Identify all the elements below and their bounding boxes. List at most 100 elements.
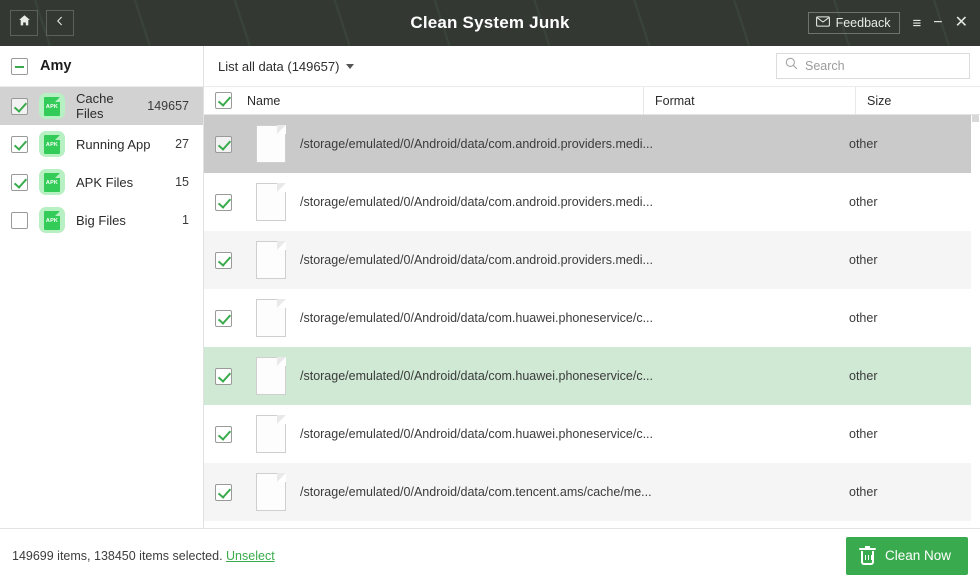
sidebar-item-label: Cache Files xyxy=(76,91,114,121)
selection-status-text: 149699 items, 138450 items selected. xyxy=(12,548,223,563)
search-icon xyxy=(785,57,798,75)
row-check-cell xyxy=(204,483,242,501)
clean-now-label: Clean Now xyxy=(884,548,951,563)
feedback-label: Feedback xyxy=(835,16,891,30)
home-button[interactable] xyxy=(10,10,38,36)
search-input[interactable]: Search xyxy=(805,59,845,73)
sidebar-account-header: Amy xyxy=(0,46,203,87)
file-icon xyxy=(256,241,286,279)
row-name: /storage/emulated/0/Android/data/com.and… xyxy=(300,195,653,209)
column-header-format[interactable]: Format xyxy=(643,87,855,114)
search-box[interactable]: Search xyxy=(776,53,970,79)
apk-icon-label: APK xyxy=(45,218,59,224)
table-row[interactable]: /storage/emulated/0/Android/data/com.hua… xyxy=(204,289,980,347)
apk-icon-label: APK xyxy=(45,180,59,186)
sidebar-checkbox[interactable] xyxy=(11,211,28,229)
close-icon[interactable]: ✕ xyxy=(954,14,968,31)
row-icon-cell xyxy=(242,473,300,511)
row-checkbox[interactable] xyxy=(214,367,232,385)
trash-icon xyxy=(858,546,876,565)
row-check-cell xyxy=(204,193,242,211)
select-all-cell xyxy=(204,92,242,109)
row-format: other xyxy=(849,369,878,383)
file-icon xyxy=(256,125,286,163)
sidebar-checkbox[interactable] xyxy=(11,97,28,115)
select-all-checkbox[interactable] xyxy=(214,92,232,109)
sidebar-item-label: Big Files xyxy=(76,212,126,228)
apk-icon-label: APK xyxy=(45,142,59,148)
row-checkbox[interactable] xyxy=(214,193,232,211)
row-format: other xyxy=(849,311,878,325)
sidebar-item-cache-files[interactable]: APK Cache Files 149657 xyxy=(0,87,203,125)
apk-file-icon: APK xyxy=(39,207,65,233)
sidebar-item-count: 1 xyxy=(182,213,189,227)
row-check-cell xyxy=(204,309,242,327)
column-header-size[interactable]: Size xyxy=(855,87,980,114)
apk-icon-label: APK xyxy=(45,104,59,110)
footer-bar: 149699 items, 138450 items selected. Uns… xyxy=(0,528,980,582)
sidebar-item-big-files[interactable]: APK Big Files 1 xyxy=(0,201,203,239)
row-checkbox[interactable] xyxy=(214,425,232,443)
collapse-all-checkbox[interactable] xyxy=(11,57,28,75)
file-icon xyxy=(256,299,286,337)
sidebar-item-apk-files[interactable]: APK APK Files 15 xyxy=(0,163,203,201)
account-name: Amy xyxy=(40,58,72,74)
table-row[interactable]: /storage/emulated/0/Android/data/com.and… xyxy=(204,231,980,289)
feedback-button[interactable]: Feedback xyxy=(807,12,901,34)
row-check-cell xyxy=(204,251,242,269)
title-bar: Clean System Junk Feedback ≡ − ✕ xyxy=(0,0,980,46)
sidebar: Amy APK Cache Files 149657 APK Running A… xyxy=(0,46,204,528)
file-list: /storage/emulated/0/Android/data/com.and… xyxy=(204,115,980,528)
row-format: other xyxy=(849,195,878,209)
row-icon-cell xyxy=(242,241,300,279)
row-format: other xyxy=(849,253,878,267)
apk-file-icon: APK xyxy=(39,169,65,195)
row-format: other xyxy=(849,137,878,151)
row-checkbox[interactable] xyxy=(214,251,232,269)
list-scrollbar[interactable] xyxy=(971,115,980,528)
chevron-down-icon xyxy=(346,63,355,69)
titlebar-controls: Feedback ≡ − ✕ xyxy=(807,12,980,34)
apk-file-icon: APK xyxy=(39,131,65,157)
row-icon-cell xyxy=(242,125,300,163)
table-row[interactable]: /storage/emulated/0/Android/data/com.hua… xyxy=(204,405,980,463)
table-row[interactable]: /storage/emulated/0/Android/data/com.and… xyxy=(204,115,980,173)
minimize-icon[interactable]: − xyxy=(933,14,943,31)
row-icon-cell xyxy=(242,183,300,221)
column-header-name[interactable]: Name xyxy=(247,93,281,108)
clean-now-button[interactable]: Clean Now xyxy=(845,536,968,575)
sidebar-item-count: 149657 xyxy=(147,99,189,113)
row-icon-cell xyxy=(242,415,300,453)
file-icon xyxy=(256,415,286,453)
sidebar-item-running-app[interactable]: APK Running App 27 xyxy=(0,125,203,163)
sidebar-checkbox[interactable] xyxy=(11,135,28,153)
sidebar-checkbox[interactable] xyxy=(11,173,28,191)
filter-dropdown-label: List all data (149657) xyxy=(218,58,340,74)
sidebar-item-count: 15 xyxy=(175,175,189,189)
unselect-link[interactable]: Unselect xyxy=(226,548,275,563)
scrollbar-thumb[interactable] xyxy=(972,115,979,122)
back-chevron-icon xyxy=(54,14,66,32)
row-name: /storage/emulated/0/Android/data/com.hua… xyxy=(300,369,653,383)
back-button[interactable] xyxy=(46,10,74,36)
envelope-icon xyxy=(815,16,830,30)
row-format: other xyxy=(849,427,878,441)
row-check-cell xyxy=(204,425,242,443)
row-format: other xyxy=(849,485,878,499)
page-title: Clean System Junk xyxy=(410,13,570,32)
menu-icon[interactable]: ≡ xyxy=(912,14,922,32)
table-row[interactable]: /storage/emulated/0/Android/data/com.hua… xyxy=(204,347,980,405)
row-icon-cell xyxy=(242,299,300,337)
main-panel: List all data (149657) Search Name Forma… xyxy=(204,46,980,528)
list-toolbar: List all data (149657) Search xyxy=(204,46,980,87)
file-icon xyxy=(256,357,286,395)
row-checkbox[interactable] xyxy=(214,309,232,327)
row-checkbox[interactable] xyxy=(214,483,232,501)
row-name: /storage/emulated/0/Android/data/com.and… xyxy=(300,253,653,267)
table-row[interactable]: /storage/emulated/0/Android/data/com.ten… xyxy=(204,463,980,521)
table-row[interactable]: /storage/emulated/0/Android/data/com.and… xyxy=(204,173,980,231)
sidebar-item-label: APK Files xyxy=(76,174,134,190)
row-checkbox[interactable] xyxy=(214,135,232,153)
filter-dropdown[interactable]: List all data (149657) xyxy=(218,58,355,74)
